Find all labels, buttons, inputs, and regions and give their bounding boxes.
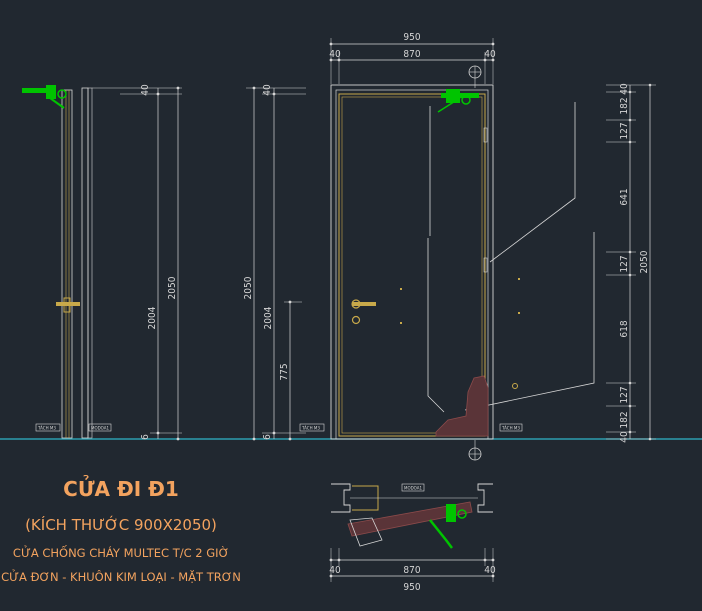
plan-clear-width: 870 xyxy=(403,565,420,576)
chain-2: 127 xyxy=(619,122,630,139)
floor-seal xyxy=(435,375,489,437)
tag-a: TÁCH M3 xyxy=(37,426,56,431)
lever-handle-icon xyxy=(351,299,376,325)
left-leaf-height: 2004 xyxy=(147,306,158,329)
mid-top-gap: 40 xyxy=(262,84,273,96)
chain-0: 40 xyxy=(619,83,630,95)
door-desc-1: CỬA CHỐNG CHÁY MULTEC T/C 2 GIỜ xyxy=(13,544,229,560)
mid-total-height: 2050 xyxy=(243,276,254,299)
tag-d: TÁCH M3 xyxy=(301,426,320,431)
door-desc-2: CỬA ĐƠN - KHUÔN KIM LOẠI - MẶT TRƠN xyxy=(1,568,241,584)
middle-section: 2050 2004 775 40 6 xyxy=(243,84,306,441)
plan-frame-right: 40 xyxy=(484,565,496,576)
front-total-height: 2050 xyxy=(639,250,650,273)
door-closer-icon xyxy=(437,89,479,113)
mid-leaf-height: 2004 xyxy=(263,306,274,329)
plan-frame-left: 40 xyxy=(329,565,341,576)
plan-view: MODOA1 40 870 40 950 xyxy=(329,483,496,593)
mid-handle-height: 775 xyxy=(279,363,290,380)
chain-3: 641 xyxy=(619,188,630,205)
front-frame-right: 40 xyxy=(484,49,496,60)
tag-b: MODOA1 xyxy=(91,426,109,431)
tag-e: MODOA1 xyxy=(404,486,422,491)
chain-7: 182 xyxy=(619,411,630,428)
front-clear-width: 870 xyxy=(403,49,420,60)
hinge-top xyxy=(483,127,488,143)
chain-4: 127 xyxy=(619,255,630,272)
opening-lines xyxy=(427,102,595,413)
title-block: CỬA ĐI Đ1 (KÍCH THƯỚC 900X2050) CỬA CHỐN… xyxy=(1,476,241,584)
front-frame-left: 40 xyxy=(329,49,341,60)
section-marker-bottom xyxy=(468,440,482,461)
front-elevation: 950 870 40 40 xyxy=(299,32,595,461)
left-total-height: 2050 xyxy=(167,276,178,299)
mid-gap: 6 xyxy=(262,434,273,440)
tag-c: TÁCH M3 xyxy=(501,426,520,431)
plan-overall-width: 950 xyxy=(403,582,420,593)
chain-1: 182 xyxy=(619,97,630,114)
front-overall-width: 950 xyxy=(403,32,420,43)
left-section: TÁCH M3 MODOA1 40 2004 2050 6 xyxy=(22,84,182,441)
plan-closer-icon xyxy=(429,504,467,549)
section-marker-top xyxy=(468,65,482,88)
left-top-gap: 40 xyxy=(140,84,151,96)
handle-icon xyxy=(56,297,80,313)
hinge-mid xyxy=(483,257,488,273)
chain-6: 127 xyxy=(619,386,630,403)
right-dimension-chain: 40 182 127 641 127 618 127 182 40 2050 xyxy=(606,83,656,443)
chain-5: 618 xyxy=(619,320,630,337)
door-title: CỬA ĐI Đ1 xyxy=(63,476,179,501)
left-gap: 6 xyxy=(140,434,151,440)
door-size: (KÍCH THƯỚC 900X2050) xyxy=(25,515,217,534)
closer-icon xyxy=(22,85,67,109)
chain-8: 40 xyxy=(619,431,630,443)
